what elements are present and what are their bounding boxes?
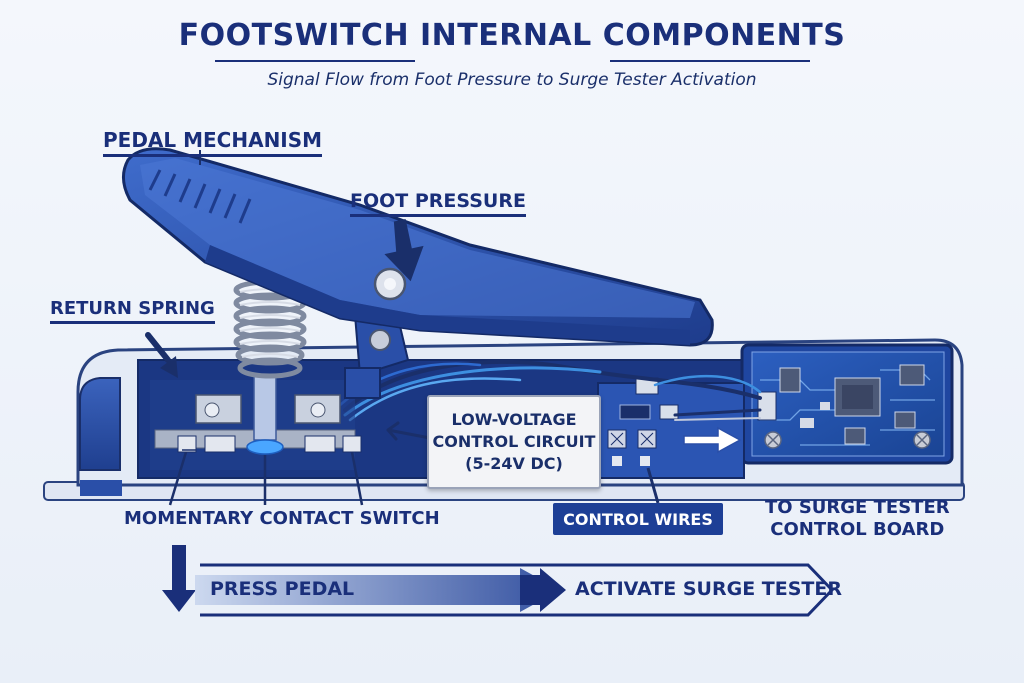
pedal-mechanism-label: PEDAL MECHANISM xyxy=(103,128,323,157)
pcb-chip xyxy=(779,367,801,393)
flow-down-arrow xyxy=(162,545,196,612)
hinge-link xyxy=(344,367,381,399)
circuit-line-3: (5-24V DC) xyxy=(465,454,563,473)
foot-pressure-label: FOOT PRESSURE xyxy=(350,190,526,217)
surge-tester-line-2: CONTROL BOARD xyxy=(770,519,945,540)
pedal-side-wall xyxy=(205,245,690,345)
title-rule-right xyxy=(610,60,810,62)
connector-block xyxy=(619,404,651,420)
flow-track xyxy=(200,563,835,617)
flow-gradient-band xyxy=(195,568,560,612)
pcb-chip xyxy=(800,418,814,428)
switch-terminal-mid xyxy=(304,435,336,453)
pcb-chip xyxy=(820,402,830,410)
title-rule-left xyxy=(215,60,415,62)
pcb-connector xyxy=(757,391,777,421)
switch-terminal-right xyxy=(342,435,362,453)
pcb-chip xyxy=(844,427,866,445)
pedal-top-face xyxy=(140,158,695,318)
circuit-line-2: CONTROL CIRCUIT xyxy=(432,432,596,451)
circuit-line-1: LOW-VOLTAGE xyxy=(451,410,577,429)
connector-pin xyxy=(640,456,650,466)
page-subtitle: Signal Flow from Foot Pressure to Surge … xyxy=(267,70,757,90)
flow-mid-arrow xyxy=(520,568,566,612)
momentary-switch-label: MOMENTARY CONTACT SWITCH xyxy=(124,508,440,529)
switch-mount xyxy=(150,380,355,470)
signal-arrow xyxy=(683,426,742,454)
pcb-chip xyxy=(899,364,925,386)
control-wire-bundle xyxy=(338,359,762,422)
contact-dome xyxy=(246,439,284,455)
pcb-chip xyxy=(894,411,916,429)
return-spring-arrow xyxy=(145,332,171,363)
return-spring xyxy=(233,279,307,379)
control-wires-leader xyxy=(646,467,660,504)
surge-tester-destination-label: TO SURGE TESTER CONTROL BOARD xyxy=(765,497,950,541)
housing-left-bumper xyxy=(79,377,121,471)
switch-leader-lines xyxy=(168,451,364,506)
control-wires-label: CONTROL WIRES xyxy=(563,509,713,529)
circuit-pointer-arrow xyxy=(386,421,432,441)
control-wires-badge: CONTROL WIRES xyxy=(553,503,723,535)
housing-foot-left xyxy=(80,480,122,496)
switch-terminal-left xyxy=(177,435,197,453)
surge-tester-line-1: TO SURGE TESTER xyxy=(765,497,950,518)
switch-plunger xyxy=(253,374,277,441)
switch-terminal-mid xyxy=(204,435,236,453)
connector-pin xyxy=(612,456,622,466)
control-circuit-box: LOW-VOLTAGE CONTROL CIRCUIT (5-24V DC) xyxy=(427,395,601,489)
flow-step-press-pedal: PRESS PEDAL xyxy=(210,578,355,600)
pedal-grip-ribs xyxy=(148,169,252,224)
return-spring-label: RETURN SPRING xyxy=(50,298,215,324)
flow-step-activate-tester: ACTIVATE SURGE TESTER xyxy=(575,578,843,600)
connector-block xyxy=(659,404,679,420)
foot-pressure-arrow xyxy=(384,218,424,282)
page-title: FOOTSWITCH INTERNAL COMPONENTS xyxy=(178,18,846,53)
hinge-pin xyxy=(369,329,391,351)
